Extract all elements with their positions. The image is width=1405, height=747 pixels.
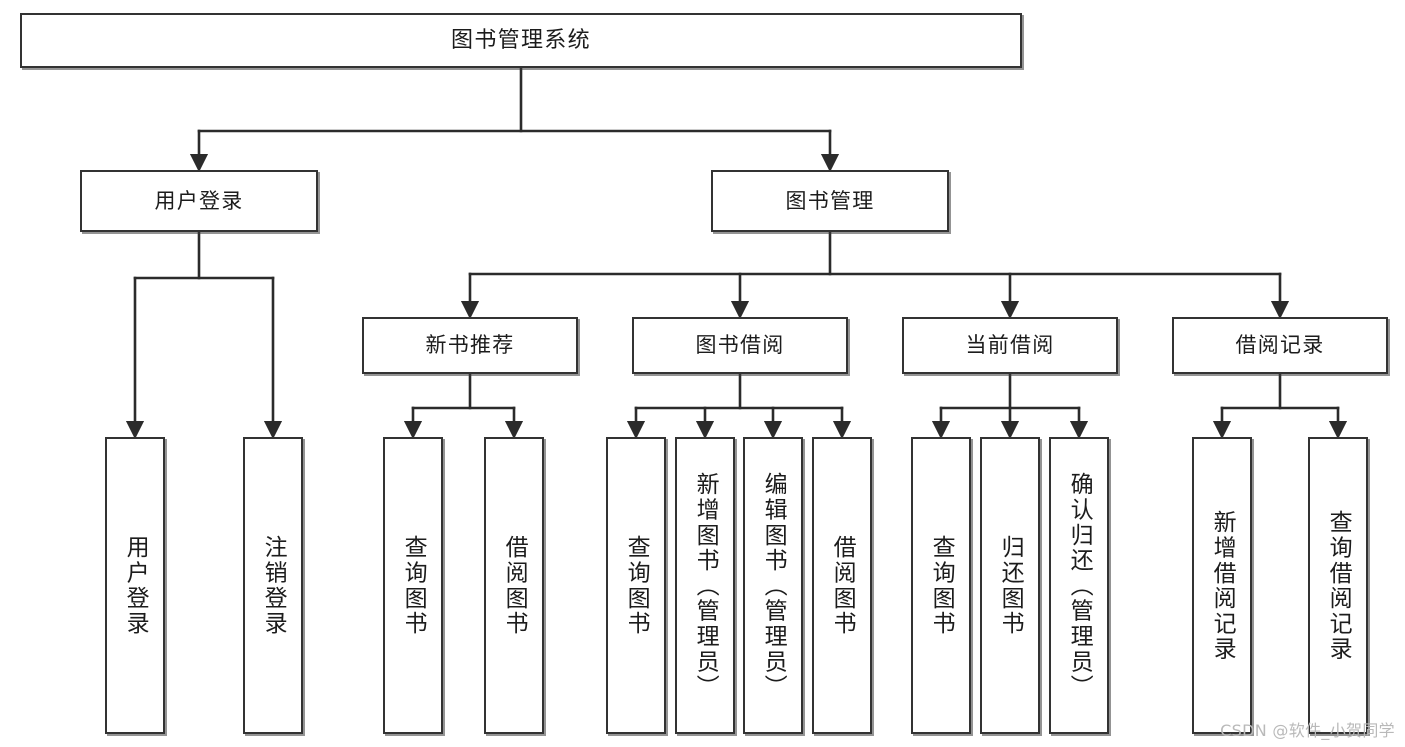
leaf-label: 确认归还（管理员） [1066, 471, 1093, 700]
node-borrow-record[interactable]: 借阅记录 [1172, 317, 1388, 374]
leaf-label: 归还图书 [997, 534, 1024, 637]
node-new-book-recommend-label: 新书推荐 [425, 333, 515, 358]
node-user-login[interactable]: 用户登录 [80, 170, 318, 232]
node-borrow-record-label: 借阅记录 [1235, 333, 1325, 358]
node-user-login-label: 用户登录 [154, 188, 244, 213]
leaf-label: 注销登录 [260, 534, 287, 637]
leaf-book-borrow-3[interactable]: 借阅图书 [812, 437, 872, 734]
leaf-label: 查询图书 [928, 534, 955, 637]
leaf-current-borrow-1[interactable]: 归还图书 [980, 437, 1040, 734]
watermark: CSDN @软件_小贺同学 [1220, 721, 1395, 740]
node-book-borrow[interactable]: 图书借阅 [632, 317, 848, 374]
leaf-book-borrow-1[interactable]: 新增图书（管理员） [675, 437, 735, 734]
node-book-management-label: 图书管理 [785, 188, 875, 213]
leaf-label: 新增图书（管理员） [692, 471, 719, 700]
leaf-book-borrow-2[interactable]: 编辑图书（管理员） [743, 437, 803, 734]
leaf-label: 查询图书 [623, 534, 650, 637]
leaf-book-borrow-0[interactable]: 查询图书 [606, 437, 666, 734]
node-root-label: 图书管理系统 [451, 27, 591, 53]
leaf-label: 借阅图书 [501, 534, 528, 637]
leaf-label: 查询借阅记录 [1325, 509, 1352, 662]
leaf-new-book-1[interactable]: 借阅图书 [484, 437, 544, 734]
leaf-borrow-record-1[interactable]: 查询借阅记录 [1308, 437, 1368, 734]
node-new-book-recommend[interactable]: 新书推荐 [362, 317, 578, 374]
leaf-user-login-1[interactable]: 注销登录 [243, 437, 303, 734]
leaf-label: 借阅图书 [829, 534, 856, 637]
node-book-management[interactable]: 图书管理 [711, 170, 949, 232]
node-book-borrow-label: 图书借阅 [695, 333, 785, 358]
leaf-label: 查询图书 [400, 534, 427, 637]
node-root-system[interactable]: 图书管理系统 [20, 13, 1022, 68]
leaf-borrow-record-0[interactable]: 新增借阅记录 [1192, 437, 1252, 734]
node-current-borrow-label: 当前借阅 [965, 333, 1055, 358]
leaf-new-book-0[interactable]: 查询图书 [383, 437, 443, 734]
node-current-borrow[interactable]: 当前借阅 [902, 317, 1118, 374]
leaf-label: 编辑图书（管理员） [760, 471, 787, 700]
leaf-current-borrow-2[interactable]: 确认归还（管理员） [1049, 437, 1109, 734]
leaf-label: 新增借阅记录 [1209, 509, 1236, 662]
leaf-current-borrow-0[interactable]: 查询图书 [911, 437, 971, 734]
leaf-user-login-0[interactable]: 用户登录 [105, 437, 165, 734]
leaf-label: 用户登录 [122, 534, 149, 637]
